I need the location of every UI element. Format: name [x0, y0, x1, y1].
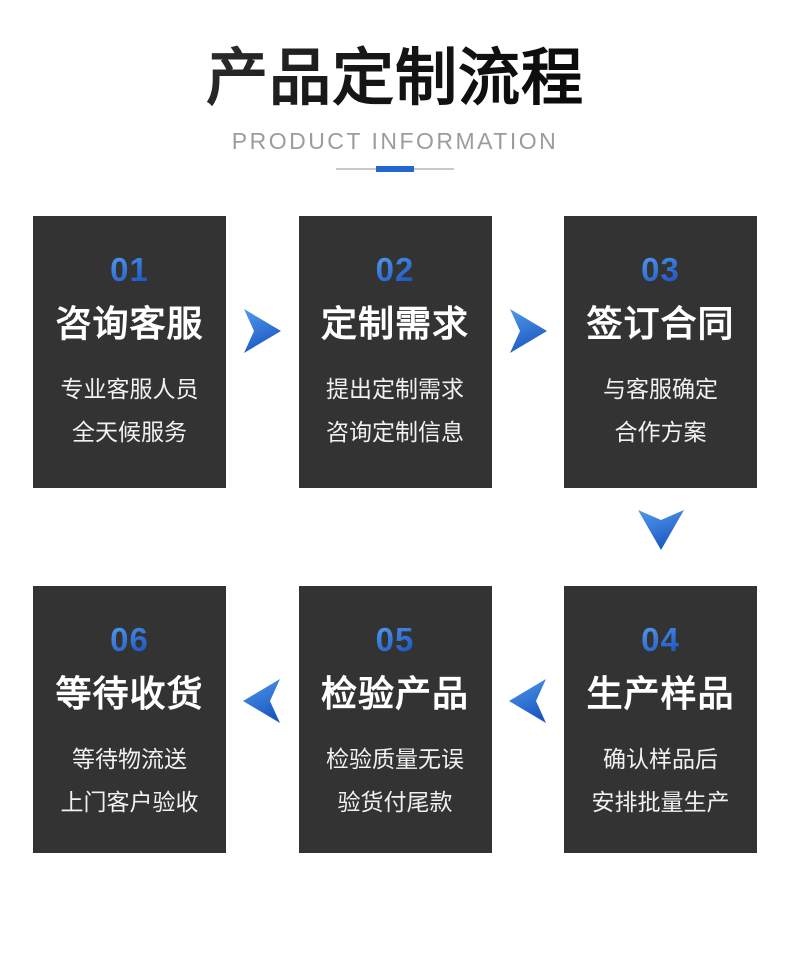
arrow-left-icon: [242, 678, 282, 729]
step-number: 04: [641, 621, 680, 659]
step-description: 与客服确定 合作方案: [564, 368, 757, 454]
step-description: 检验质量无误 验货付尾款: [299, 738, 492, 824]
step-title: 等待收货: [55, 673, 204, 715]
step-desc-line: 等待物流送: [72, 746, 187, 773]
process-flow: 01 咨询客服 专业客服人员 全天候服务 02 定制需求 提出定制需求 咨询定制…: [33, 216, 757, 854]
step-card-01: 01 咨询客服 专业客服人员 全天候服务: [33, 216, 226, 489]
step-desc-line: 安排批量生产: [591, 789, 730, 816]
arrow-cell: [492, 586, 565, 853]
divider-line: [336, 166, 454, 173]
step-title: 检验产品: [320, 673, 469, 715]
step-desc-line: 专业客服人员: [60, 376, 199, 403]
arrow-right-icon: [242, 308, 282, 359]
step-desc-line: 检验质量无误: [326, 746, 464, 773]
page-subtitle: PRODUCT INFORMATION: [231, 128, 559, 155]
divider-accent-bar: [376, 166, 414, 173]
step-description: 提出定制需求 咨询定制信息: [299, 368, 492, 454]
page-title: 产品定制流程: [0, 44, 790, 113]
step-desc-line: 上门客户验收: [60, 789, 199, 816]
arrow-cell: [564, 488, 757, 586]
step-title: 生产样品: [586, 673, 735, 715]
step-desc-line: 合作方案: [614, 419, 707, 446]
arrow-cell: [226, 586, 299, 853]
arrow-right-icon: [508, 308, 548, 359]
step-number: 03: [641, 251, 680, 289]
arrow-down-icon: [637, 509, 685, 556]
step-card-03: 03 签订合同 与客服确定 合作方案: [564, 216, 757, 489]
step-number: 05: [375, 621, 415, 659]
step-desc-line: 与客服确定: [603, 376, 718, 403]
arrow-cell: [492, 216, 565, 488]
step-number: 06: [110, 621, 149, 659]
step-title: 签订合同: [586, 303, 735, 345]
step-desc-line: 提出定制需求: [326, 376, 464, 403]
flow-row-top: 01 咨询客服 专业客服人员 全天候服务 02 定制需求 提出定制需求 咨询定制…: [33, 216, 757, 489]
step-title: 咨询客服: [55, 303, 204, 345]
step-desc-line: 全天候服务: [72, 419, 187, 446]
flow-row-connector: [33, 488, 757, 586]
step-number: 01: [110, 251, 149, 289]
step-desc-line: 确认样品后: [603, 746, 718, 773]
header: 产品定制流程 PRODUCT INFORMATION: [0, 44, 790, 173]
step-card-06: 06 等待收货 等待物流送 上门客户验收: [33, 586, 226, 854]
step-desc-line: 验货付尾款: [337, 789, 453, 816]
product-customization-flow-banner: 产品定制流程 PRODUCT INFORMATION 01 咨询客服 专业客服人…: [0, 44, 790, 963]
step-description: 等待物流送 上门客户验收: [33, 738, 226, 824]
step-desc-line: 咨询定制信息: [326, 419, 464, 446]
step-card-04: 04 生产样品 确认样品后 安排批量生产: [564, 586, 757, 854]
flow-row-bottom: 06 等待收货 等待物流送 上门客户验收 05 检验产品 检验质量无误 验货付尾…: [33, 586, 757, 854]
arrow-cell: [226, 216, 299, 488]
step-description: 确认样品后 安排批量生产: [564, 738, 757, 824]
step-title: 定制需求: [320, 303, 469, 345]
step-number: 02: [375, 251, 415, 289]
step-card-05: 05 检验产品 检验质量无误 验货付尾款: [298, 586, 492, 854]
step-card-02: 02 定制需求 提出定制需求 咨询定制信息: [298, 216, 492, 489]
step-description: 专业客服人员 全天候服务: [33, 368, 226, 454]
arrow-left-icon: [508, 678, 548, 729]
